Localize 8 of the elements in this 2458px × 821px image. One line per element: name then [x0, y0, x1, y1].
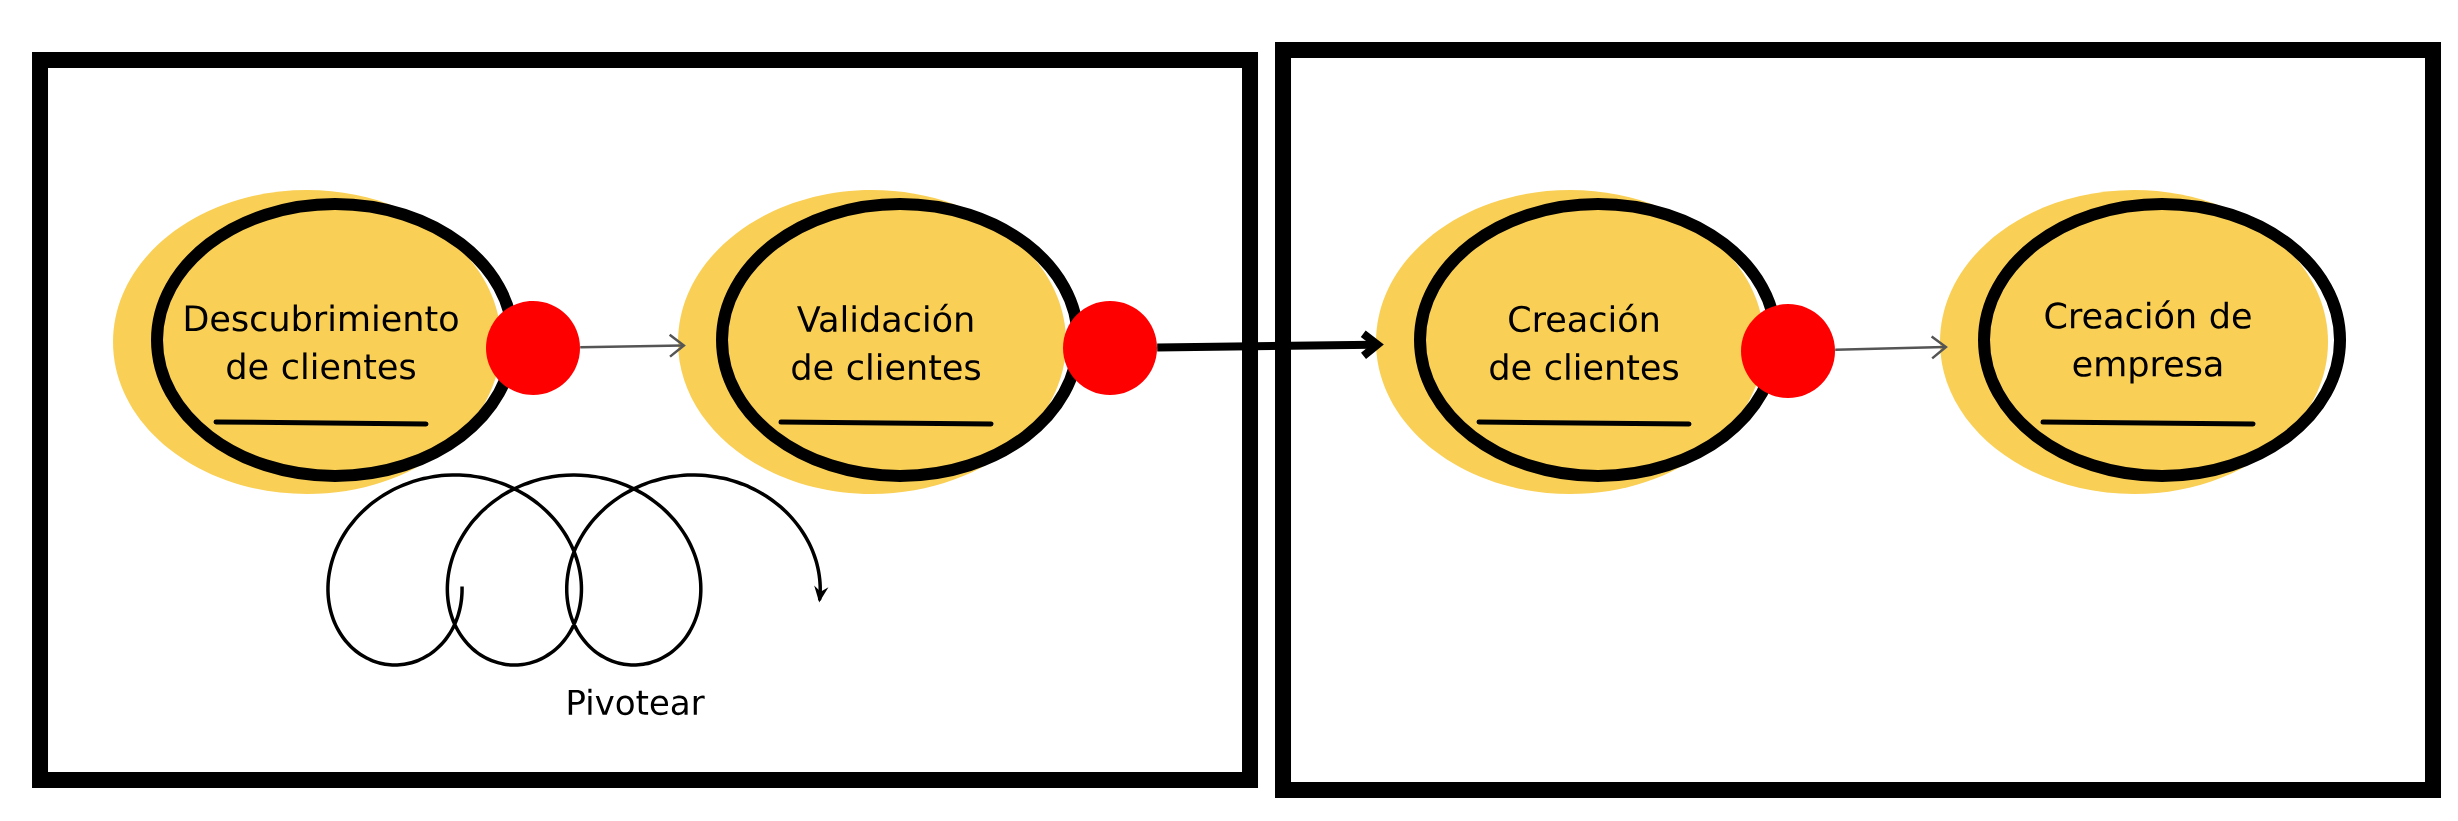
- gate-dot: [1063, 301, 1157, 395]
- gate-dot: [1741, 304, 1835, 398]
- stage-frame: [1275, 42, 2441, 798]
- arrow: [580, 333, 686, 358]
- pivot-label: Pivotear: [568, 688, 705, 716]
- stage-frame: [32, 52, 1258, 788]
- gate-dot: [486, 301, 580, 395]
- arrow: [1835, 335, 1948, 360]
